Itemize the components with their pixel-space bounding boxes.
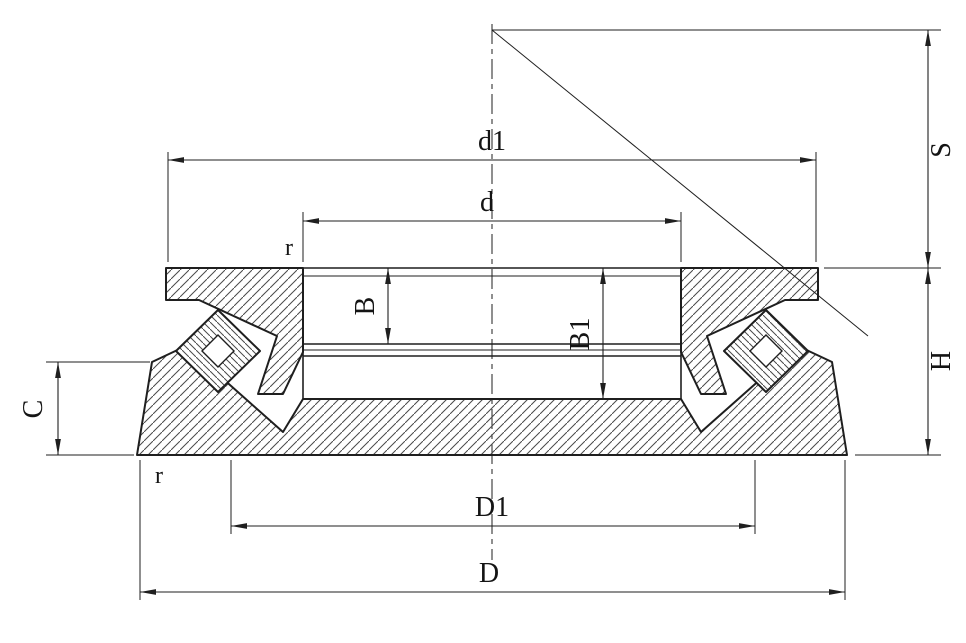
dim-c-label: C	[18, 400, 49, 419]
dim-b: B	[350, 268, 391, 344]
dim-b1-label: B1	[565, 318, 596, 351]
dim-d1: d1	[167, 126, 817, 262]
dim-s-label: S	[926, 142, 957, 158]
fillet-r-bore-label: r	[285, 235, 293, 261]
dim-d: d	[302, 187, 682, 262]
dim-s: S	[492, 29, 957, 269]
dim-cap-d1-label: D1	[475, 492, 509, 523]
sphere-radius-line	[491, 29, 869, 337]
dim-d-label: d	[480, 187, 494, 218]
dim-cap-d1: D1	[230, 460, 756, 534]
bore-surfaces	[302, 267, 682, 399]
dim-h-label: H	[926, 351, 957, 371]
dim-cap-d: D	[139, 460, 846, 600]
dim-c: C	[18, 361, 150, 456]
roller-right	[723, 309, 809, 393]
dim-h: H	[855, 268, 957, 456]
roller-left-core	[201, 334, 235, 368]
roller-left	[175, 309, 261, 393]
dim-b-label: B	[350, 297, 381, 316]
roller-right-core	[749, 334, 783, 368]
fillet-r-outer-label: r	[155, 463, 163, 489]
dim-b1: B1	[565, 268, 606, 399]
dimensions: d1 d S H B B1	[18, 29, 957, 600]
dim-d1-label: d1	[478, 126, 506, 157]
dim-cap-d-label: D	[479, 558, 499, 589]
bearing-section	[136, 267, 848, 456]
